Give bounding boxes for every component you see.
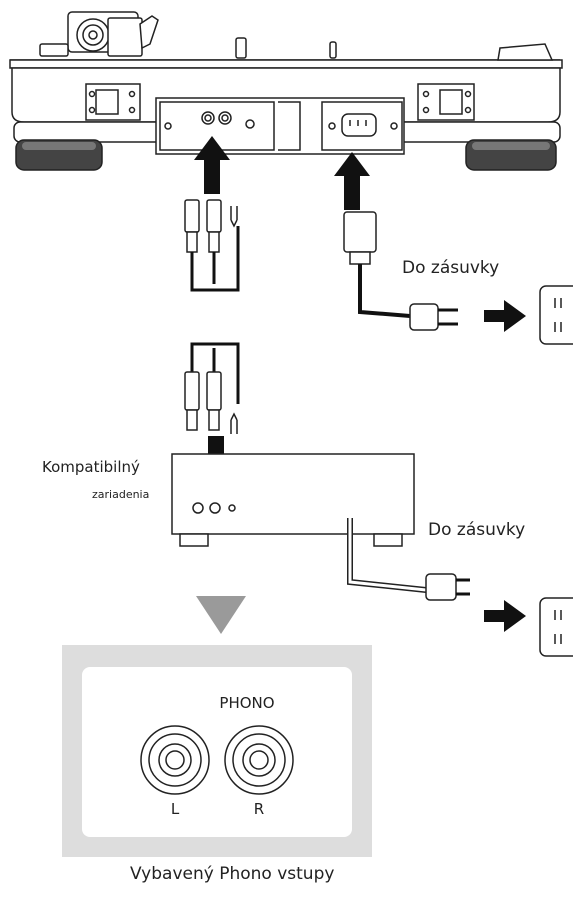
socket-label-top: Do zásuvky — [402, 258, 500, 278]
dust-hinge — [497, 43, 554, 61]
arrow-up-phono — [194, 136, 230, 194]
device-power-cord — [347, 518, 470, 601]
top-knob — [235, 37, 247, 59]
wall-outlet-bottom — [539, 597, 573, 657]
channel-left-label: L — [170, 800, 180, 818]
channel-right-label: R — [253, 800, 265, 818]
arrow-up-power — [334, 152, 370, 210]
hinge-bracket-left — [85, 83, 141, 121]
hinge-bracket-right — [417, 83, 475, 121]
compatible-device — [171, 453, 415, 547]
phono-jack-left — [140, 725, 210, 795]
wall-outlet-top — [539, 285, 573, 345]
phono-panel — [82, 667, 352, 837]
power-cable-upper — [343, 211, 458, 331]
phono-title: PHONO — [219, 694, 275, 712]
turntable-illustration — [9, 11, 563, 171]
arrow-right-outlet-bottom — [484, 600, 526, 632]
rca-cable-lower — [184, 342, 240, 434]
arrow-right-outlet-top — [484, 300, 526, 332]
compatible-device-label: Kompatibilný — [42, 458, 140, 476]
tonearm — [39, 11, 159, 57]
rear-connector-panel — [155, 97, 405, 155]
phono-jack-right — [224, 725, 294, 795]
rca-cable-upper — [184, 199, 240, 292]
down-triangle-indicator — [196, 596, 246, 634]
socket-label-bottom: Do zásuvky — [428, 520, 526, 540]
compatible-device-sublabel: zariadenia — [92, 488, 150, 501]
figure-caption: Vybavený Phono vstupy — [130, 864, 335, 884]
top-pin — [329, 41, 337, 59]
